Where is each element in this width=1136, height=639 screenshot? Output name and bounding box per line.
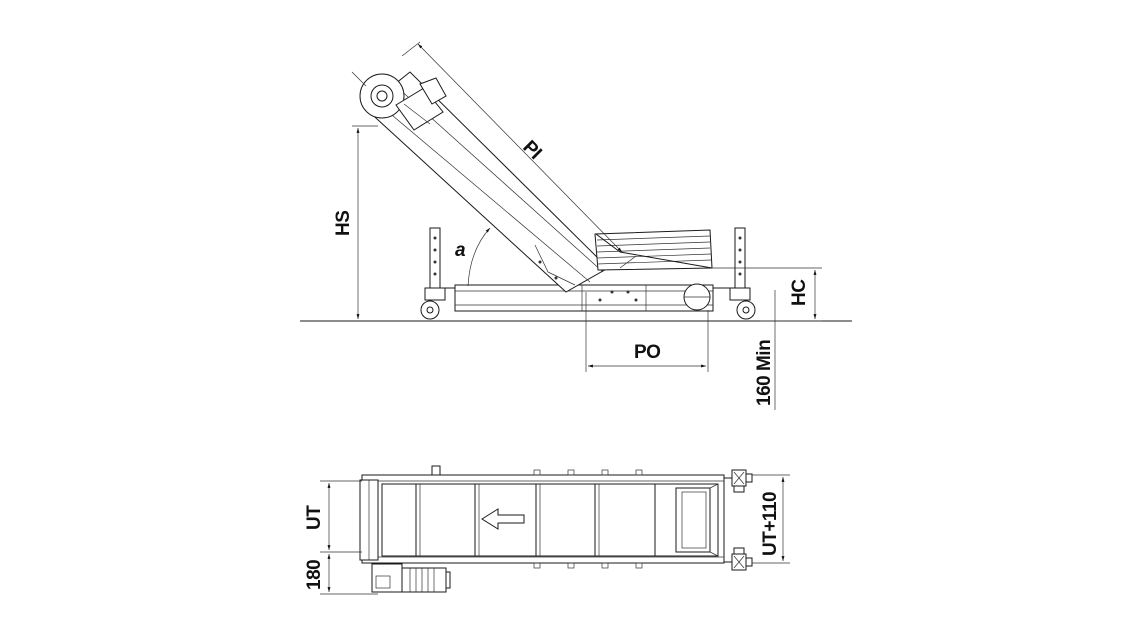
label-ut110: UT+110	[760, 492, 781, 556]
dimension-ut: UT	[304, 480, 362, 553]
side-view: PI HS a HC PO	[300, 41, 852, 410]
dimension-hs: HS	[333, 125, 378, 319]
hopper	[594, 229, 713, 271]
label-pi: PI	[518, 137, 545, 164]
label-po: PO	[634, 342, 660, 363]
dimension-ut110: UT+110	[752, 474, 790, 564]
label-180: 180	[304, 560, 325, 590]
label-160min: 160 Min	[754, 340, 775, 406]
dimension-160min: 160 Min	[754, 290, 780, 410]
left-caster-wheel	[420, 300, 440, 320]
top-view: UT 180 UT+110	[304, 465, 790, 595]
label-hc: HC	[789, 279, 810, 306]
dimension-hc: HC	[712, 267, 822, 322]
right-leg	[713, 227, 756, 320]
top-caster-lower	[724, 547, 753, 571]
label-angle: a	[455, 240, 466, 261]
right-caster-wheel	[736, 300, 756, 320]
dimension-angle: a	[455, 227, 491, 287]
base-frame	[454, 284, 714, 312]
left-leg	[420, 227, 455, 320]
dimension-180: 180	[304, 554, 378, 595]
label-hs: HS	[333, 211, 354, 236]
frame-bolts	[431, 465, 643, 569]
dimension-po: PO	[585, 292, 709, 372]
label-ut: UT	[304, 505, 325, 530]
direction-arrow-icon	[481, 508, 525, 530]
top-caster-upper	[724, 469, 753, 493]
gear-motor	[371, 563, 451, 593]
head-pulley	[359, 73, 405, 119]
